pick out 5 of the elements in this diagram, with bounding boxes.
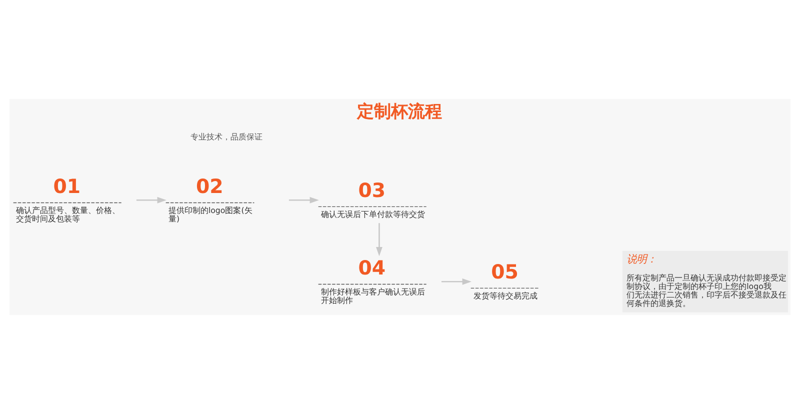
- diagram-title: 定制杯流程: [356, 102, 442, 122]
- arrow: [136, 196, 166, 204]
- arrow: [288, 196, 319, 204]
- arrow: [376, 223, 382, 256]
- arrow: [441, 278, 472, 285]
